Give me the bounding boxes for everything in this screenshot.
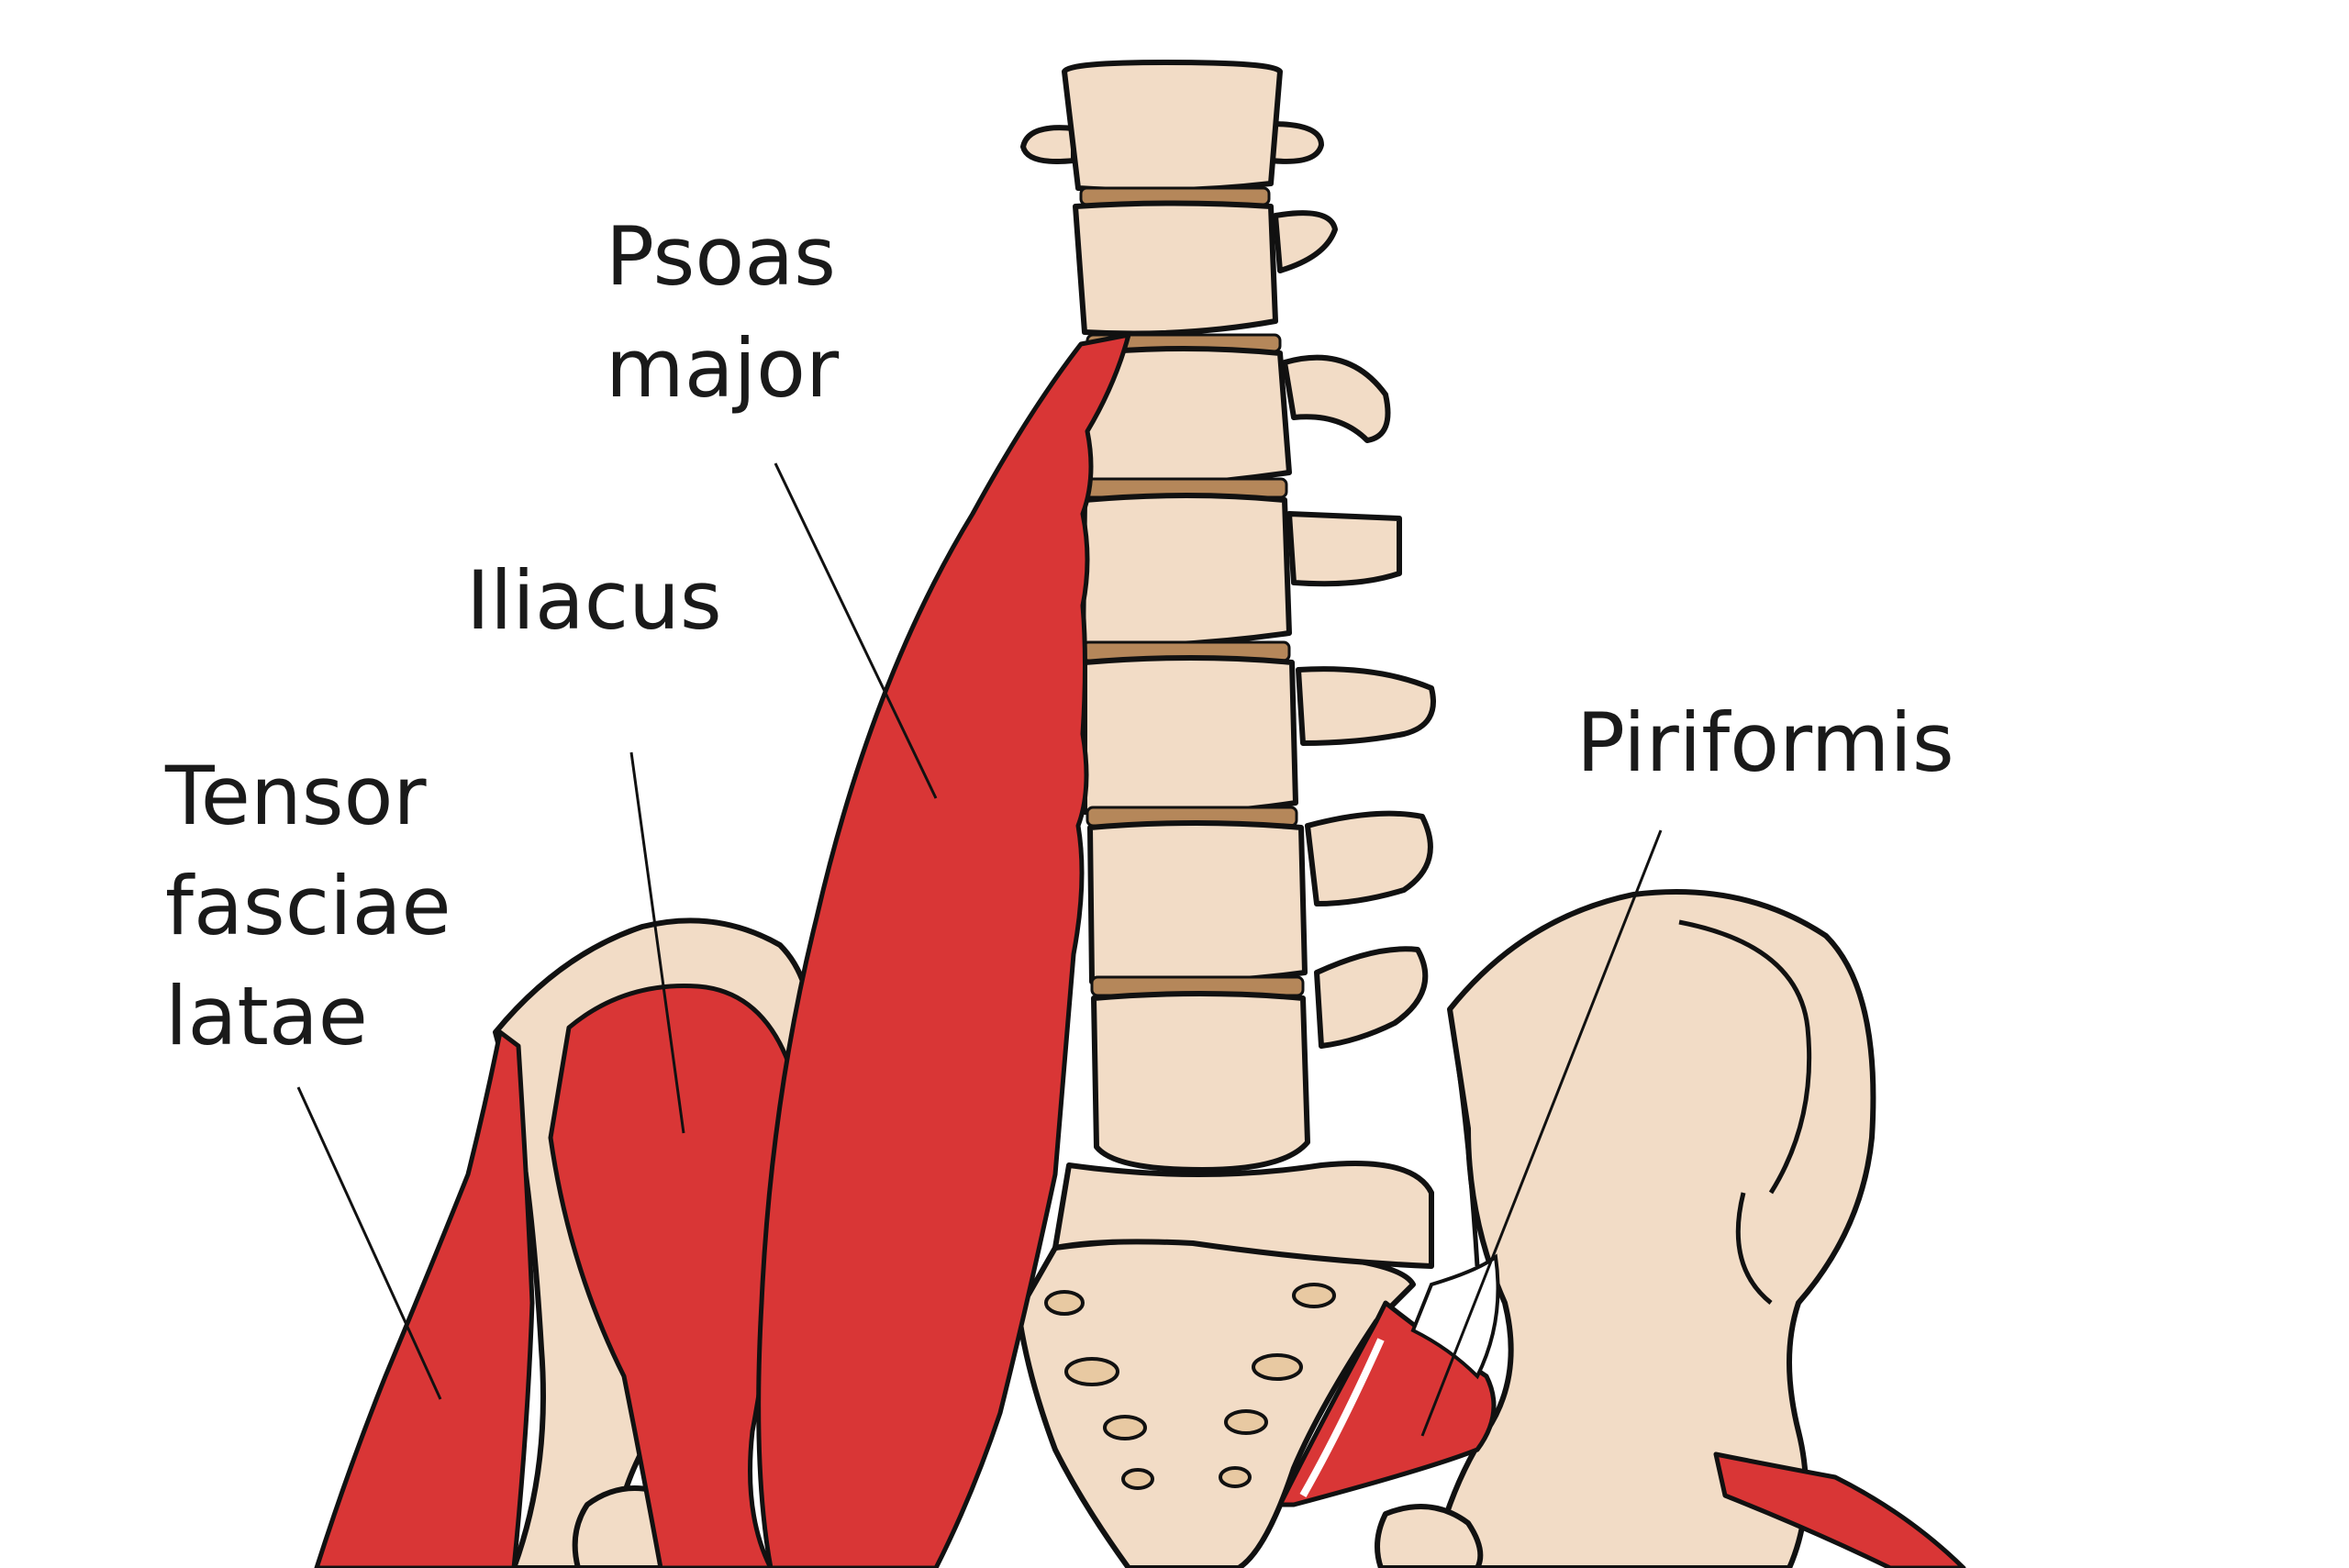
vertebra-6 xyxy=(1087,820,1308,986)
tensor-fasciae-latae-muscle xyxy=(314,1029,535,1568)
vertebra-2 xyxy=(1073,200,1278,337)
iliac-crest-inner-right xyxy=(1678,919,1812,1195)
transverse-process-right-4 xyxy=(1286,511,1402,587)
lumbar-spine xyxy=(1020,60,1436,1173)
sacral-foramen-8 xyxy=(1219,1466,1252,1488)
transverse-process-right-6 xyxy=(1305,810,1433,906)
label-iliacus: Iliacus xyxy=(466,553,722,648)
vertebra-4 xyxy=(1080,493,1292,650)
pelvis xyxy=(1016,889,1876,1568)
label-tensor-line1: Tensor xyxy=(164,749,427,843)
transverse-process-right-3 xyxy=(1282,354,1391,443)
sacroiliac-line-right xyxy=(1447,1008,1480,1267)
sacral-foramen-2 xyxy=(1292,1283,1336,1308)
iliacus-muscle xyxy=(548,984,792,1568)
sciatic-notch-gap xyxy=(1410,1253,1500,1380)
transverse-process-right-2 xyxy=(1273,210,1338,273)
muscles xyxy=(314,332,1966,1568)
sacral-foramen-3 xyxy=(1064,1357,1119,1386)
transverse-process-right-5 xyxy=(1296,666,1436,746)
transverse-process-left-1 xyxy=(1020,125,1076,164)
vertebra-7 xyxy=(1091,991,1310,1173)
leader-iliacus xyxy=(629,751,685,1134)
piriformis-tail xyxy=(1713,1451,1966,1568)
leader-tensor xyxy=(296,1086,442,1400)
label-psoas-line2: major xyxy=(606,321,840,416)
acetabulum-rim-right xyxy=(1735,1192,1773,1305)
sacral-foramen-6 xyxy=(1224,1409,1268,1435)
leader-lines xyxy=(296,462,1663,1437)
label-piriformis: Piriformis xyxy=(1576,695,1954,790)
labels: Psoas major Iliacus Tensor fasciae latae… xyxy=(164,209,1954,1063)
sacral-base xyxy=(1052,1161,1434,1269)
sacral-foramen-7 xyxy=(1121,1468,1154,1490)
psoas-major-muscle xyxy=(756,332,1131,1568)
femoral-head-right xyxy=(1375,1504,1484,1568)
leader-psoas xyxy=(774,462,938,799)
sacral-foramen-4 xyxy=(1252,1353,1303,1381)
sacral-foramen-1 xyxy=(1044,1290,1085,1316)
vertebra-5 xyxy=(1082,655,1298,817)
iliac-wing-right xyxy=(1429,889,1876,1568)
label-tensor-line3: latae xyxy=(165,969,368,1063)
transverse-process-right-7 xyxy=(1314,946,1429,1049)
label-psoas-line1: Psoas xyxy=(606,209,836,304)
piriformis-highlight xyxy=(1299,1338,1385,1497)
sacral-foramen-5 xyxy=(1103,1415,1147,1440)
transverse-process-right-1 xyxy=(1268,121,1324,164)
leader-piriformis xyxy=(1420,829,1663,1437)
vertebra-1 xyxy=(1062,60,1283,194)
label-tensor-line2: fasciae xyxy=(165,859,451,953)
